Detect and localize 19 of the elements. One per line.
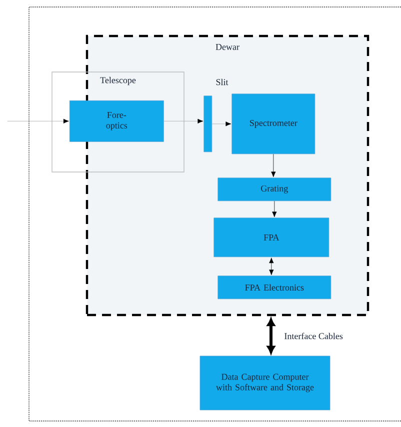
arrow <box>164 118 204 124</box>
electronics-box: FPA Electronics <box>218 276 332 300</box>
slit-bar <box>204 96 212 152</box>
arrow <box>272 200 277 218</box>
arrow <box>269 258 274 276</box>
computer-box: Data Capture Computer with Software and Storage <box>200 356 330 410</box>
edge-label: Interface Cables <box>283 332 344 340</box>
box-label: Dewar <box>216 44 240 50</box>
arrow <box>267 318 275 354</box>
grating-box: Grating <box>218 178 332 202</box>
spectrometer-box: Spectrometer <box>232 94 316 154</box>
arrow <box>212 122 232 126</box>
fpa-box: FPA <box>214 218 330 258</box>
box-label: Slit <box>216 78 228 86</box>
arrow <box>271 154 276 178</box>
telescope-box <box>52 72 184 172</box>
arrow <box>7 118 69 124</box>
fore-optics-box: Fore- optics <box>69 100 164 142</box>
box-label: Telescope <box>100 76 136 86</box>
